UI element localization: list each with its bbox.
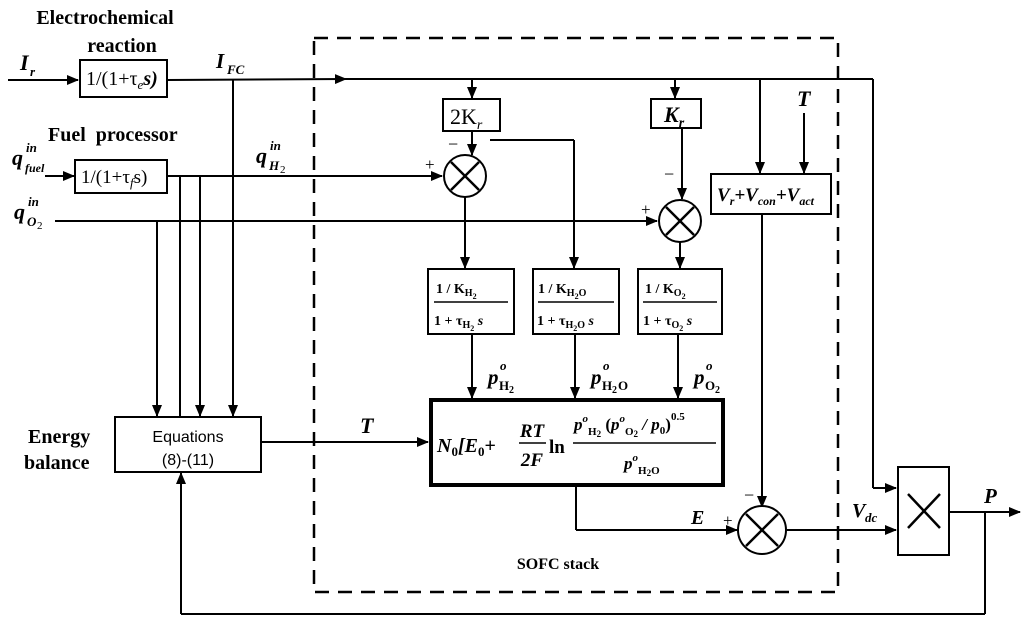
fuel-processor-block: 1/(1+τfs) (74, 159, 168, 194)
svg-text:o: o (603, 358, 610, 373)
o2-junction-minus: − (664, 164, 674, 184)
svg-text:H: H (602, 378, 612, 393)
svg-text:RT: RT (519, 421, 546, 442)
fuel-processor-title: Fuel processor (48, 124, 178, 146)
power-multiplier-block (897, 466, 950, 556)
svg-text:V: V (852, 500, 867, 522)
svg-text:2: 2 (37, 220, 43, 232)
energy-balance-title-2: balance (24, 452, 90, 474)
svg-text:O: O (27, 214, 37, 229)
v-junction-minus: − (744, 485, 754, 505)
svg-text:H: H (268, 158, 280, 173)
o2-summing-junction (658, 199, 702, 243)
svg-text:O: O (705, 378, 715, 393)
svg-text:Vr+Vcon+Vact: Vr+Vcon+Vact (717, 185, 815, 208)
svg-text:N0[E0+: N0[E0+ (436, 435, 496, 459)
svg-text:FC: FC (226, 62, 245, 77)
energy-balance-block: Equations (8)-(11) (114, 416, 262, 473)
svg-text:O: O (618, 378, 628, 393)
q-fuel-label: q in fuel (12, 140, 45, 175)
h2-junction-plus: + (425, 155, 435, 174)
svg-text:in: in (270, 138, 281, 153)
svg-text:(8)-(11): (8)-(11) (162, 452, 214, 469)
ir-label: I r (19, 50, 36, 79)
svg-text:Equations: Equations (152, 429, 223, 446)
svg-text:q: q (256, 143, 267, 168)
svg-text:2: 2 (612, 385, 617, 396)
svg-text:H: H (499, 378, 509, 393)
energy-balance-title-1: Energy (28, 426, 90, 448)
svg-text:fuel: fuel (25, 161, 45, 175)
svg-text:1 / KH2: 1 / KH2 (436, 282, 477, 301)
svg-text:q: q (14, 199, 25, 224)
h2-summing-junction (443, 154, 487, 198)
svg-text:2F: 2F (520, 450, 544, 471)
h2-transfer-block: 1 / KH2 1 + τH2 s (427, 268, 515, 335)
electrochemical-title: Electrochemical (36, 7, 174, 29)
svg-text:ln: ln (549, 437, 565, 458)
reaction-title: reaction (87, 35, 157, 57)
h2o-transfer-block: 1 / KH2O 1 + τH2O s (532, 268, 620, 335)
svg-text:I: I (215, 49, 225, 73)
voltage-summing-junction (737, 505, 787, 555)
o2-junction-plus: + (641, 200, 651, 219)
q-o2-label: q in O 2 (14, 194, 43, 232)
h2-junction-minus: − (448, 134, 458, 154)
q-h2-label: q in H 2 (256, 138, 286, 176)
electrochemical-reaction-block: 1/(1+τes) (79, 59, 168, 98)
svg-text:1/(1+τes): 1/(1+τes) (86, 68, 158, 92)
svg-text:r: r (30, 64, 36, 79)
svg-text:p: p (589, 365, 602, 389)
svg-text:in: in (28, 194, 39, 209)
t-label-mid: T (360, 413, 375, 438)
sofc-stack-label: SOFC stack (517, 556, 599, 573)
svg-text:1 + τO2 s: 1 + τO2 s (643, 314, 693, 333)
svg-text:Kr: Kr (663, 102, 685, 131)
svg-text:2: 2 (509, 385, 514, 396)
nernst-equation-block: N0[E0+ RT 2F ln poH2 (poO2 / p0)0.5 poH2… (429, 398, 725, 487)
svg-text:poH2O: poH2O (622, 452, 660, 478)
svg-text:I: I (19, 50, 30, 75)
svg-text:2: 2 (280, 164, 286, 176)
svg-text:q: q (12, 145, 23, 170)
svg-text:1 + τH2 s: 1 + τH2 s (434, 314, 484, 333)
svg-text:o: o (500, 358, 507, 373)
svg-text:1 + τH2O s: 1 + τH2O s (537, 314, 595, 333)
svg-text:2Kr: 2Kr (450, 104, 483, 133)
t-label-top: T (797, 86, 812, 111)
svg-text:p: p (486, 365, 499, 389)
svg-text:1 / KH2O: 1 / KH2O (538, 282, 587, 301)
kr-block: Kr (650, 98, 702, 131)
svg-text:1 / KO2: 1 / KO2 (645, 282, 686, 301)
svg-text:2: 2 (715, 385, 720, 396)
svg-text:in: in (26, 140, 37, 155)
svg-text:1/(1+τfs): 1/(1+τfs) (81, 167, 147, 190)
svg-text:poH2 (poO2 / p0)0.5: poH2 (poO2 / p0)0.5 (572, 411, 685, 439)
e-label: E (690, 507, 704, 529)
sofc-stack-boundary (312, 36, 840, 594)
vdc-label: V dc (852, 500, 878, 525)
p-h2o-label: p o H 2 O (589, 358, 628, 396)
ifc-label: I FC (215, 49, 245, 77)
two-kr-block: 2Kr (442, 98, 501, 133)
o2-transfer-block: 1 / KO2 1 + τO2 s (637, 268, 723, 335)
p-output-label: P (983, 484, 997, 508)
svg-text:o: o (706, 358, 713, 373)
voltage-losses-block: Vr+Vcon+Vact (710, 173, 832, 215)
p-h2-label: p o H 2 (486, 358, 514, 396)
p-o2-label: p o O 2 (692, 358, 720, 396)
svg-text:dc: dc (865, 510, 878, 525)
v-junction-plus: + (723, 511, 733, 530)
svg-text:p: p (692, 365, 705, 389)
